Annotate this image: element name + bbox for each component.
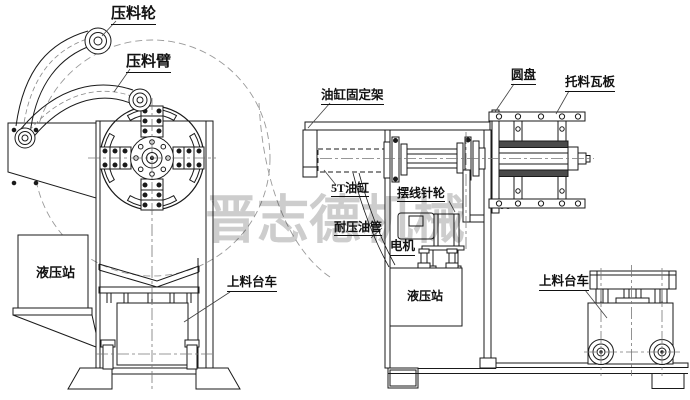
leader-lines bbox=[101, 20, 608, 323]
loading-trolley-left bbox=[98, 263, 200, 370]
cylinder-bracket bbox=[302, 121, 491, 178]
coil-outline-dashed-circle bbox=[33, 39, 271, 277]
hydraulic-station-left-box bbox=[12, 234, 97, 348]
label-pressure-hose: 耐压油管 bbox=[334, 220, 383, 237]
arm-pivot bbox=[14, 127, 36, 149]
base-feet bbox=[67, 367, 241, 390]
press-arm-roller bbox=[128, 88, 152, 112]
label-cylinder-bracket: 油缸固定架 bbox=[321, 88, 384, 105]
label-disc: 圆盘 bbox=[511, 68, 537, 85]
centerlines-left bbox=[88, 98, 216, 392]
oil-cylinder-5t bbox=[317, 148, 387, 173]
trolley-side-wheels bbox=[100, 339, 200, 370]
press-wheel bbox=[84, 27, 112, 55]
label-press-arm: 压料臂 bbox=[126, 54, 172, 73]
label-cycloid-reducer: 摆线针轮 bbox=[397, 186, 446, 203]
label-support-plate: 托料瓦板 bbox=[565, 75, 616, 92]
label-loading-trolley-right: 上料台车 bbox=[539, 274, 590, 291]
swing-dashed-arc bbox=[258, 102, 334, 280]
base-rail bbox=[387, 362, 689, 389]
label-hydraulic-station-right: 液压站 bbox=[407, 289, 444, 303]
label-hydraulic-station-left: 液压站 bbox=[36, 265, 76, 280]
label-loading-trolley-left: 上料台车 bbox=[227, 275, 278, 292]
centerlines-right bbox=[320, 132, 680, 376]
trolley-posts bbox=[106, 293, 192, 303]
oil-pipes bbox=[352, 172, 396, 268]
label-cylinder-5t: 5T油缸 bbox=[331, 181, 370, 198]
loading-trolley-right bbox=[587, 270, 677, 365]
hydraulic-station-right-box bbox=[389, 248, 463, 327]
press-arm-assembly bbox=[14, 27, 152, 149]
label-press-wheel: 压料轮 bbox=[111, 6, 157, 25]
label-motor: 电机 bbox=[390, 239, 416, 256]
